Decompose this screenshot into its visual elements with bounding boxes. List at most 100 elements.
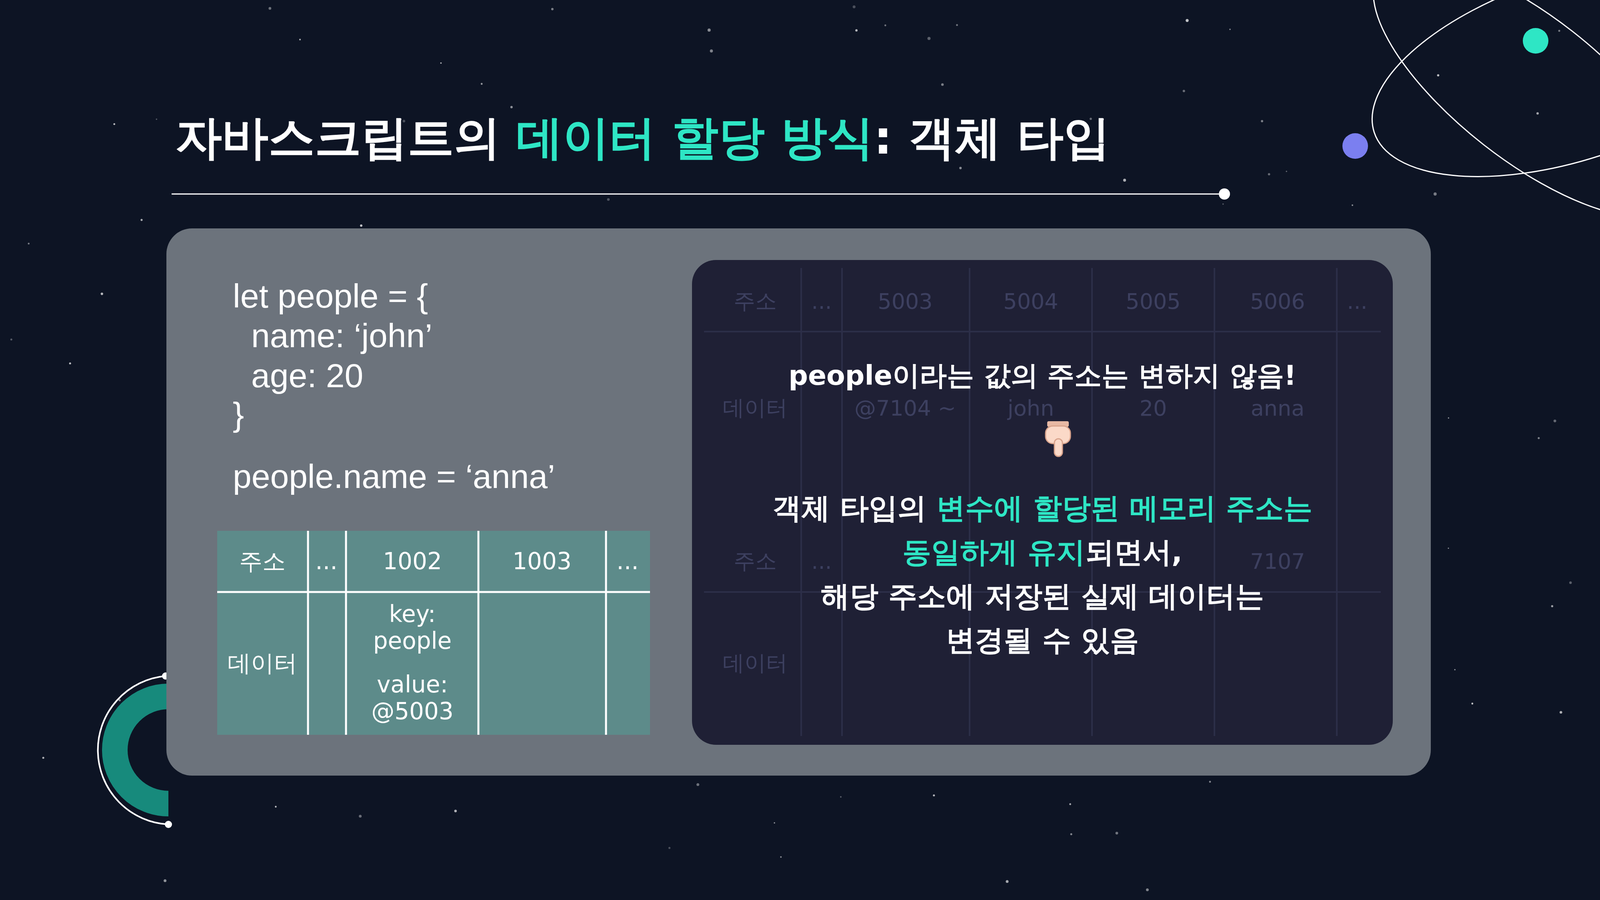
text-run: 객체 타입의	[772, 491, 937, 525]
star	[1454, 669, 1456, 671]
star	[1558, 30, 1561, 32]
text-run: 동일하게 유지	[902, 535, 1086, 569]
star	[1115, 831, 1119, 835]
star	[118, 699, 121, 702]
star	[1222, 203, 1224, 205]
star	[1437, 74, 1440, 77]
star	[42, 756, 45, 759]
callout-box: people이라는 값의 주소는 변하지 않음!객체 타입의 변수에 할당된 메…	[692, 260, 1393, 745]
faded-table-text: ...	[811, 288, 832, 314]
star	[480, 82, 483, 85]
star	[1448, 547, 1450, 549]
code-line: age: 20	[251, 356, 364, 396]
table-cell-text: 1003	[512, 548, 572, 575]
arc-dot	[164, 820, 172, 828]
code-line: }	[232, 395, 244, 434]
faded-table-text: 20	[1139, 395, 1168, 421]
star	[1260, 120, 1264, 123]
star	[100, 292, 104, 296]
star	[840, 796, 842, 798]
text-run: 자바스크립트의	[175, 110, 517, 165]
star	[1182, 90, 1186, 93]
star	[1268, 173, 1271, 176]
table-cell-text: ...	[315, 548, 338, 575]
star	[358, 814, 362, 818]
star	[299, 38, 301, 41]
star	[113, 123, 116, 126]
star	[1070, 833, 1073, 836]
star	[69, 362, 72, 365]
star	[932, 794, 935, 797]
faded-grid-line	[704, 330, 1381, 333]
star	[941, 83, 944, 86]
teal-arc	[114, 696, 169, 804]
star	[1536, 112, 1539, 115]
star	[696, 783, 700, 786]
hand-finger	[1054, 438, 1063, 457]
star	[1286, 170, 1288, 172]
star	[274, 806, 277, 808]
star	[551, 8, 554, 11]
star	[956, 24, 958, 26]
table-cell-text: value: @5003	[354, 671, 471, 725]
star	[1448, 417, 1450, 419]
star	[1471, 702, 1474, 705]
orbit-ring	[1335, 0, 1600, 261]
star	[780, 856, 782, 858]
faded-table-text: ...	[811, 548, 832, 574]
star	[268, 7, 272, 10]
faded-table-text: anna	[1250, 395, 1305, 421]
text-run: 해당 주소에 저장된 실제 데이터는	[820, 579, 1264, 613]
faded-table-text: 데이터	[722, 648, 788, 678]
callout-body: 객체 타입의 변수에 할당된 메모리 주소는 동일하게 유지되면서, 해당 주소…	[722, 486, 1363, 662]
faded-table-text: 데이터	[722, 393, 788, 423]
star	[140, 218, 143, 221]
code-line: people.name = ‘anna’	[232, 457, 556, 496]
star	[607, 198, 610, 202]
star	[1209, 780, 1212, 783]
text-run: 데이터 할당 방식	[516, 110, 874, 165]
table-cell-text: 1002	[382, 548, 442, 575]
title-rule	[171, 193, 1225, 195]
pointing-hand-icon	[1040, 418, 1076, 459]
text-run: 되면서,	[1085, 535, 1183, 569]
faded-table-text: 5006	[1250, 288, 1305, 314]
text-run: 변경될 수 있음	[946, 623, 1139, 657]
star	[10, 338, 13, 341]
star	[454, 809, 457, 812]
faded-table-text: john	[1007, 395, 1055, 421]
star	[852, 5, 856, 9]
faded-table-text: ...	[1346, 288, 1368, 314]
faded-table-text: 주소	[733, 286, 777, 316]
slide-title: 자바스크립트의 데이터 할당 방식: 객체 타입	[175, 106, 1110, 170]
thin-arc	[98, 676, 169, 825]
code-line: name: ‘john’	[251, 316, 433, 356]
faded-grid-line	[1336, 268, 1338, 736]
star	[27, 242, 30, 245]
text-run: 변수에 할당된 메모리 주소는	[936, 491, 1312, 525]
star	[1146, 888, 1149, 892]
faded-table-text: 5005	[1125, 288, 1181, 314]
star-field	[10, 5, 1572, 892]
star	[855, 29, 858, 32]
star	[440, 62, 442, 64]
table-cell-text: key: people	[354, 600, 471, 654]
faded-table-text: 5003	[877, 288, 933, 314]
star	[1123, 178, 1126, 182]
table-fill	[217, 530, 650, 735]
star	[1559, 711, 1563, 714]
orbit-ring	[1345, 0, 1600, 220]
text-run: : 객체 타입	[873, 110, 1110, 165]
star	[1185, 19, 1189, 22]
star	[1551, 605, 1554, 608]
table-cell-text: 데이터	[227, 650, 298, 677]
star	[774, 822, 776, 824]
star	[1005, 880, 1009, 883]
star	[668, 846, 671, 849]
star	[1229, 28, 1231, 31]
star	[1569, 581, 1572, 584]
star	[959, 166, 962, 170]
table-grid	[217, 530, 650, 735]
star	[1351, 204, 1354, 206]
